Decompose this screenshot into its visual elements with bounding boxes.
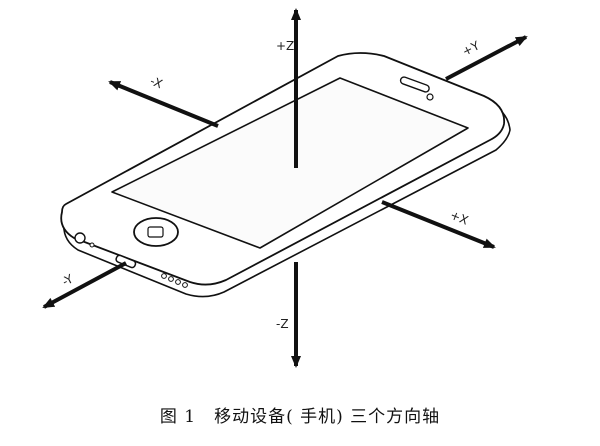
axis-pos-x-arrow (381, 200, 496, 249)
figure-number: 图 1 (159, 407, 197, 427)
figure-caption: 图 1 移动设备( 手机) 三个方向轴 (0, 402, 600, 427)
label-pos-y: +Y (460, 38, 482, 59)
home-button (133, 217, 179, 247)
label-neg-x: -X (148, 74, 164, 91)
phone-axes-diagram: +Z -Z -X +X +Y -Y (42, 8, 528, 368)
label-neg-z: -Z (276, 317, 289, 331)
axis-pos-y-arrow (445, 35, 528, 81)
caption-text: 移动设备( 手机) 三个方向轴 (214, 407, 441, 427)
label-neg-y: -Y (60, 271, 76, 288)
axis-neg-x-arrow (108, 80, 219, 128)
bottom-mic (89, 242, 95, 248)
front-camera (426, 93, 434, 101)
speaker-grille (161, 273, 188, 288)
earpiece-speaker (399, 76, 430, 93)
label-pos-x: +X (448, 208, 470, 228)
headphone-jack (74, 232, 86, 244)
phone-screen (111, 77, 469, 249)
home-button-square (147, 226, 164, 238)
axis-neg-y-arrow (42, 261, 127, 309)
label-pos-z: +Z (276, 39, 294, 53)
